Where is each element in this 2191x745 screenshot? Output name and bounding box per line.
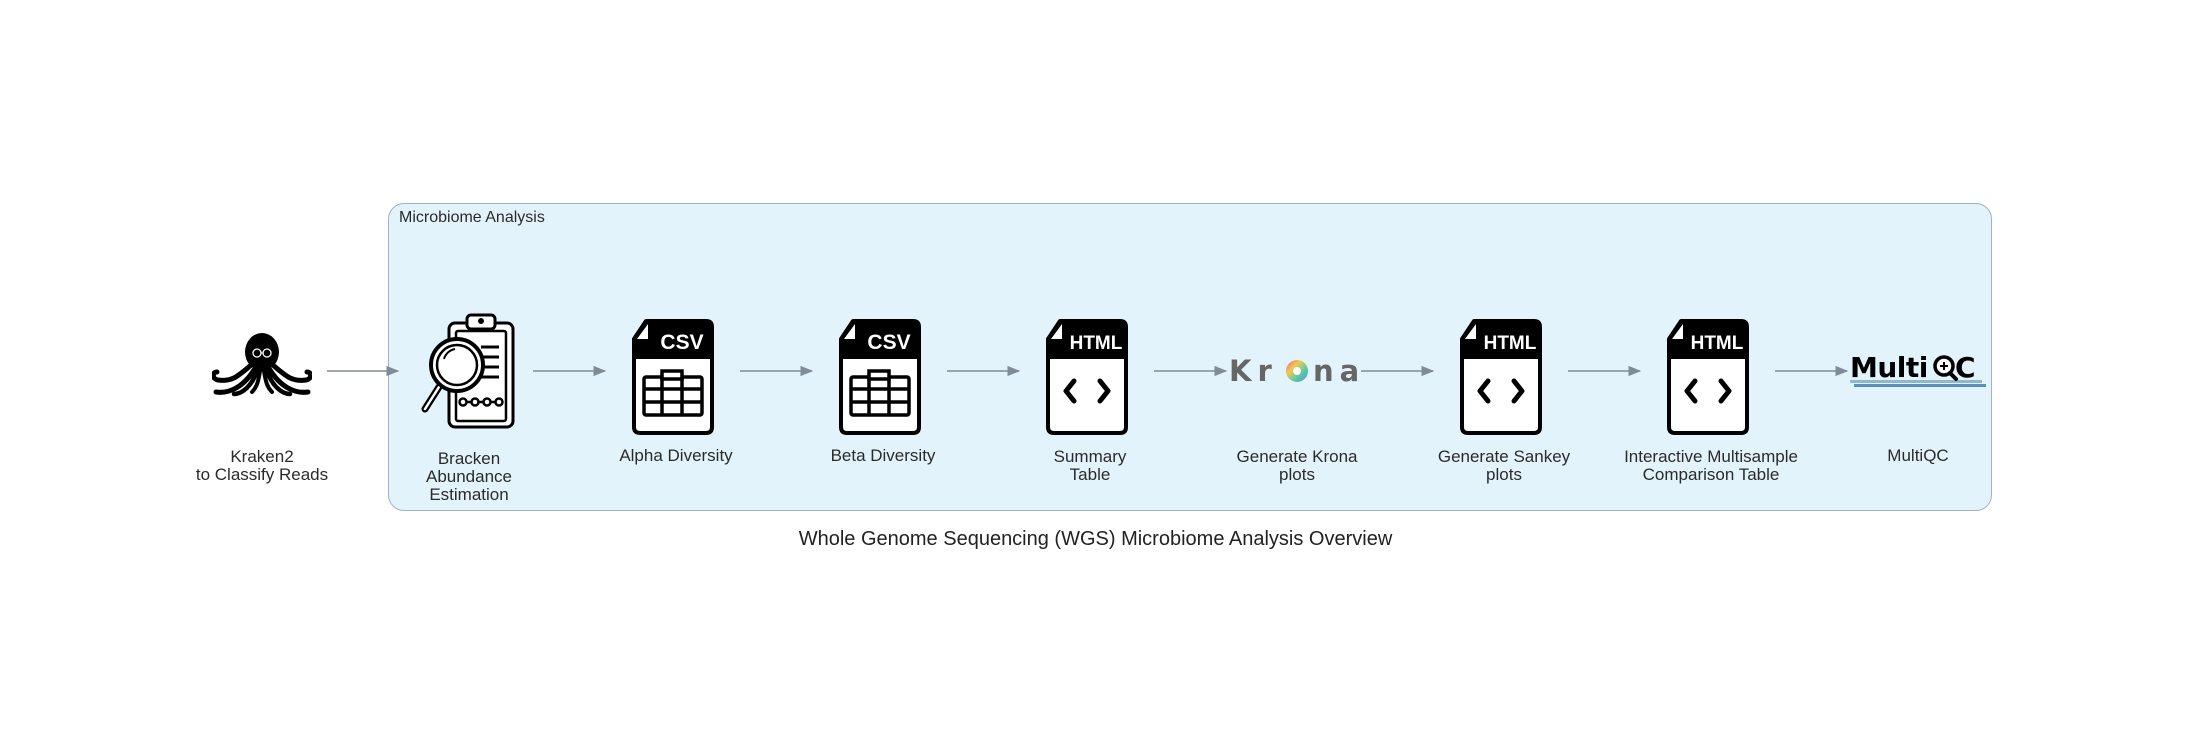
node-label: MultiQC <box>1887 446 1949 465</box>
node-label: Kraken2 to Classify Reads <box>195 447 329 484</box>
html-file-icon: HTML <box>1661 311 1761 435</box>
node-label: Generate Sankey plots <box>1437 447 1571 484</box>
svg-text:Kr: Kr <box>1229 354 1278 388</box>
svg-text:CSV: CSV <box>867 331 910 354</box>
svg-text:CSV: CSV <box>660 331 703 354</box>
svg-text:na: na <box>1313 354 1365 388</box>
cluster-label: Microbiome Analysis <box>399 209 545 226</box>
svg-text:C: C <box>1955 351 1976 384</box>
node-label: Interactive Multisample Comparison Table <box>1624 447 1798 484</box>
html-file-icon: HTML <box>1040 311 1140 435</box>
clipboard-magnifier-icon <box>419 311 519 435</box>
node-label: Beta Diversity <box>830 446 936 465</box>
node-label: Generate Krona plots <box>1236 447 1358 484</box>
diagram-caption: Whole Genome Sequencing (WGS) Microbiome… <box>798 528 1393 550</box>
octopus-icon <box>212 324 312 424</box>
krona-logo: Kr na <box>1227 349 1367 393</box>
html-file-icon: HTML <box>1454 311 1554 435</box>
node-label: Alpha Diversity <box>619 446 733 465</box>
node-label: Summary Table <box>1053 447 1127 484</box>
svg-text:HTML: HTML <box>1691 333 1744 354</box>
svg-text:HTML: HTML <box>1070 333 1123 354</box>
csv-file-icon: CSV <box>626 311 726 435</box>
csv-file-icon: CSV <box>833 311 933 435</box>
svg-text:Multi: Multi <box>1850 351 1928 384</box>
node-label: Bracken Abundance Estimation <box>425 449 513 504</box>
svg-text:HTML: HTML <box>1484 333 1537 354</box>
multiqc-logo: Multi C <box>1848 347 1988 395</box>
